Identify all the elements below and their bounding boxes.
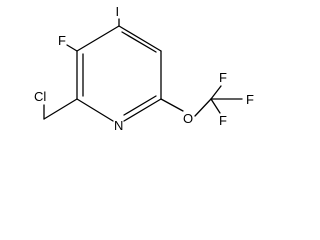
structure-diagram: I F Cl N O F F F [34,4,254,133]
atom-label-nitrogen: N [114,118,123,133]
bond-n-c2 [76,98,114,122]
atom-label-fluorine-ring: F [58,33,66,48]
bond-c6-n-double [123,95,157,116]
atom-label-fluorine-top: F [219,70,227,85]
atom-label-oxygen: O [183,111,193,126]
bond-c3-fluorine [66,44,78,52]
bond-c4-c5-double [121,31,157,53]
bond-cf3-fluorine-top [210,85,222,100]
bond-c6-oxygen [160,98,184,112]
atom-label-fluorine-right: F [246,92,254,107]
bond-cf3-fluorine-bottom [210,98,221,114]
atom-label-iodine: I [116,4,120,19]
bond-c3-c4 [76,25,120,52]
atom-label-chlorine: Cl [34,89,46,104]
bond-c2-ch2 [43,98,78,120]
bond-oxygen-cf3 [194,98,212,117]
atom-label-fluorine-bottom: F [219,113,227,128]
bond-c4-c5 [118,25,162,52]
bond-c6-n [123,98,162,122]
